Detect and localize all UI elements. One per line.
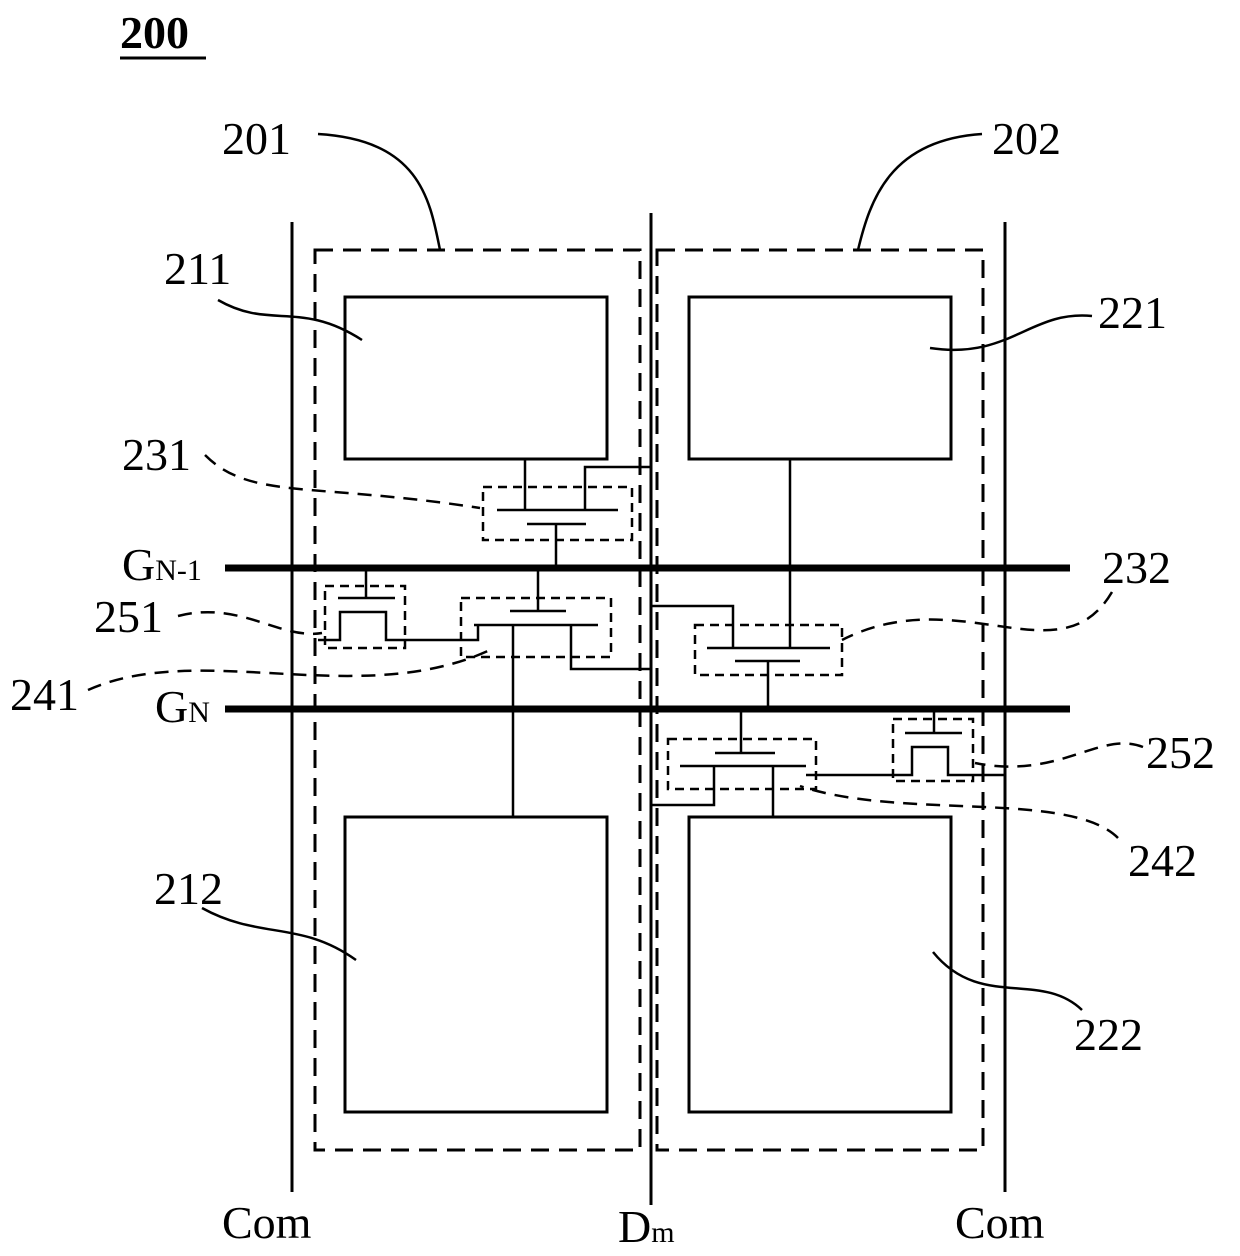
label-221: 221 (1098, 287, 1167, 338)
label-202: 202 (992, 113, 1061, 164)
label-231: 231 (122, 429, 191, 480)
leader-202 (858, 134, 982, 250)
electrode-211 (345, 297, 607, 459)
gate-gn-1-main: G (122, 539, 155, 590)
label-222: 222 (1074, 1009, 1143, 1060)
gate-gn-sub: N (188, 696, 210, 729)
leader-232 (842, 592, 1112, 640)
leader-252 (975, 743, 1143, 766)
leader-201 (318, 134, 440, 250)
label-211: 211 (164, 243, 231, 294)
transistor-232 (651, 459, 842, 709)
data-line-main: D (618, 1201, 651, 1252)
transistor-251 (318, 568, 405, 648)
label-212: 212 (154, 863, 223, 914)
transistor-241 (405, 568, 651, 817)
leader-211 (218, 300, 362, 340)
label-201: 201 (222, 113, 291, 164)
transistor-231 (483, 459, 651, 568)
label-241: 241 (10, 669, 79, 720)
transistor-252 (893, 709, 1005, 781)
label-com-left: Com (222, 1197, 312, 1248)
label-com-right: Com (955, 1197, 1045, 1248)
leader-231 (205, 455, 480, 508)
data-line-sub: m (651, 1216, 674, 1249)
electrode-212 (345, 817, 607, 1112)
leader-251 (178, 612, 322, 634)
figure-number: 200 (120, 7, 189, 58)
label-gate-gn: GN (155, 681, 210, 732)
label-232: 232 (1102, 542, 1171, 593)
gate-gn-main: G (155, 681, 188, 732)
leader-221 (930, 315, 1092, 349)
leader-241 (88, 650, 490, 690)
leader-212 (202, 908, 356, 960)
leader-222 (933, 952, 1082, 1010)
electrode-222 (689, 817, 951, 1112)
label-251: 251 (94, 591, 163, 642)
transistor-242 (651, 709, 893, 817)
electrode-221 (689, 297, 951, 459)
label-data-line: Dm (618, 1201, 675, 1252)
gate-gn-1-sub: N-1 (155, 554, 202, 587)
label-252: 252 (1146, 727, 1215, 778)
label-242: 242 (1128, 835, 1197, 886)
label-gate-gn-1: GN-1 (122, 539, 202, 590)
